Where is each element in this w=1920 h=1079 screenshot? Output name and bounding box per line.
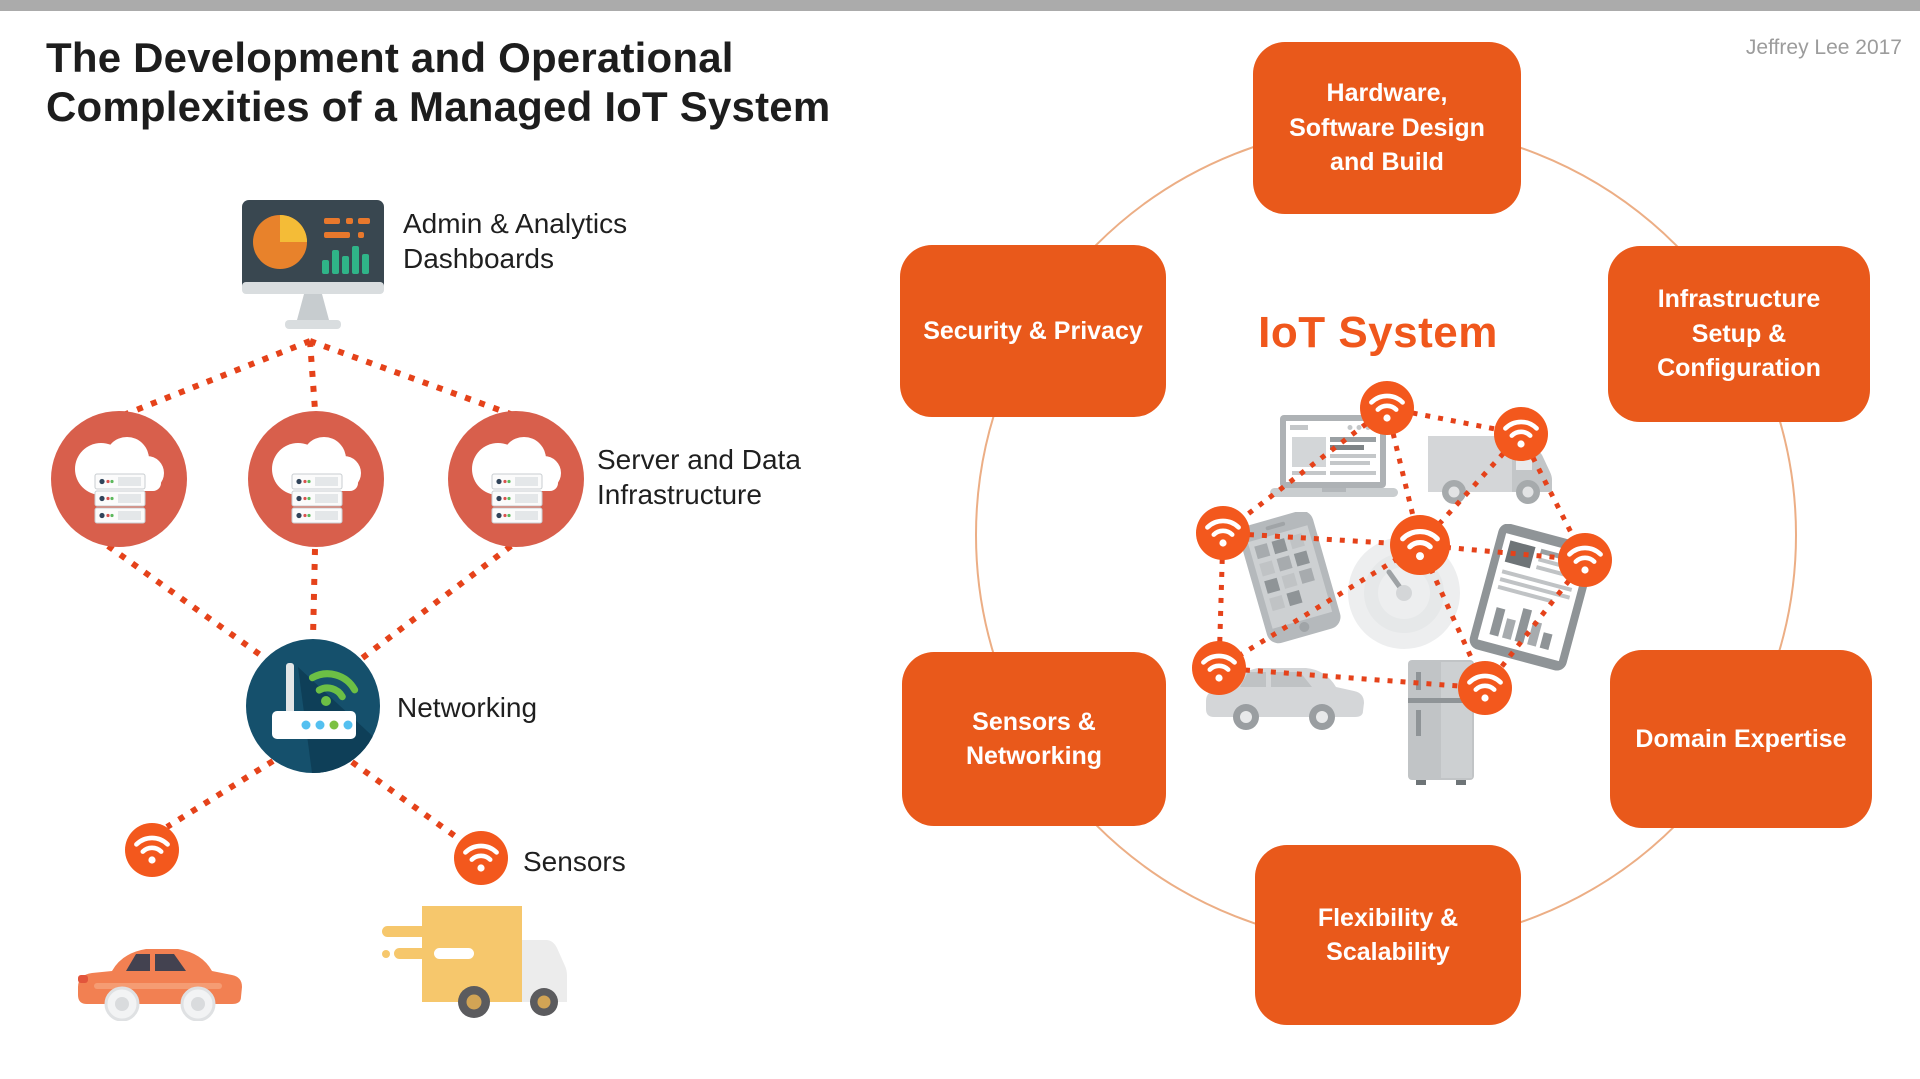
wifi-node-icon [1192,641,1246,695]
page-title: The Development and Operational Complexi… [46,34,831,130]
author-credit: Jeffrey Lee 2017 [1745,36,1902,59]
iot-system-title: IoT System [1258,308,1498,357]
wifi-node-icon [1360,381,1414,435]
cloud-server-icon [248,411,384,547]
box-security-privacy: Security & Privacy [900,245,1166,417]
delivery-truck-icon [378,896,570,1035]
admin-dashboards-label: Admin & Analytics Dashboards [403,208,628,274]
wifi-node-icon [1494,407,1548,461]
server-infrastructure-label: Server and Data Infrastructure [597,444,801,510]
smartphone-icon [1239,510,1350,657]
wifi-node-icon [1390,515,1450,575]
wifi-node-icon [1458,661,1512,715]
sensors-label: Sensors [523,846,626,877]
box-hardware-software: Hardware, Software Design and Build [1253,42,1521,214]
box-sensors-networking: Sensors & Networking [902,652,1166,826]
wifi-sensor-icon [454,831,508,885]
wifi-node-icon [1558,533,1612,587]
router-wifi-icon [246,639,380,773]
car-icon [70,925,250,1026]
networking-label: Networking [397,692,538,723]
box-infrastructure-setup: Infrastructure Setup & Configuration [1608,246,1870,422]
cloud-server-icon [51,411,187,547]
dashboard-monitor-icon [232,198,392,339]
box-flexibility-scalability: Flexibility & Scalability [1255,845,1521,1025]
top-gray-bar [0,0,1920,11]
box-domain-expertise: Domain Expertise [1610,650,1872,828]
wifi-sensor-icon [125,823,179,877]
wifi-node-icon [1196,506,1250,560]
cloud-server-icon [448,411,584,547]
